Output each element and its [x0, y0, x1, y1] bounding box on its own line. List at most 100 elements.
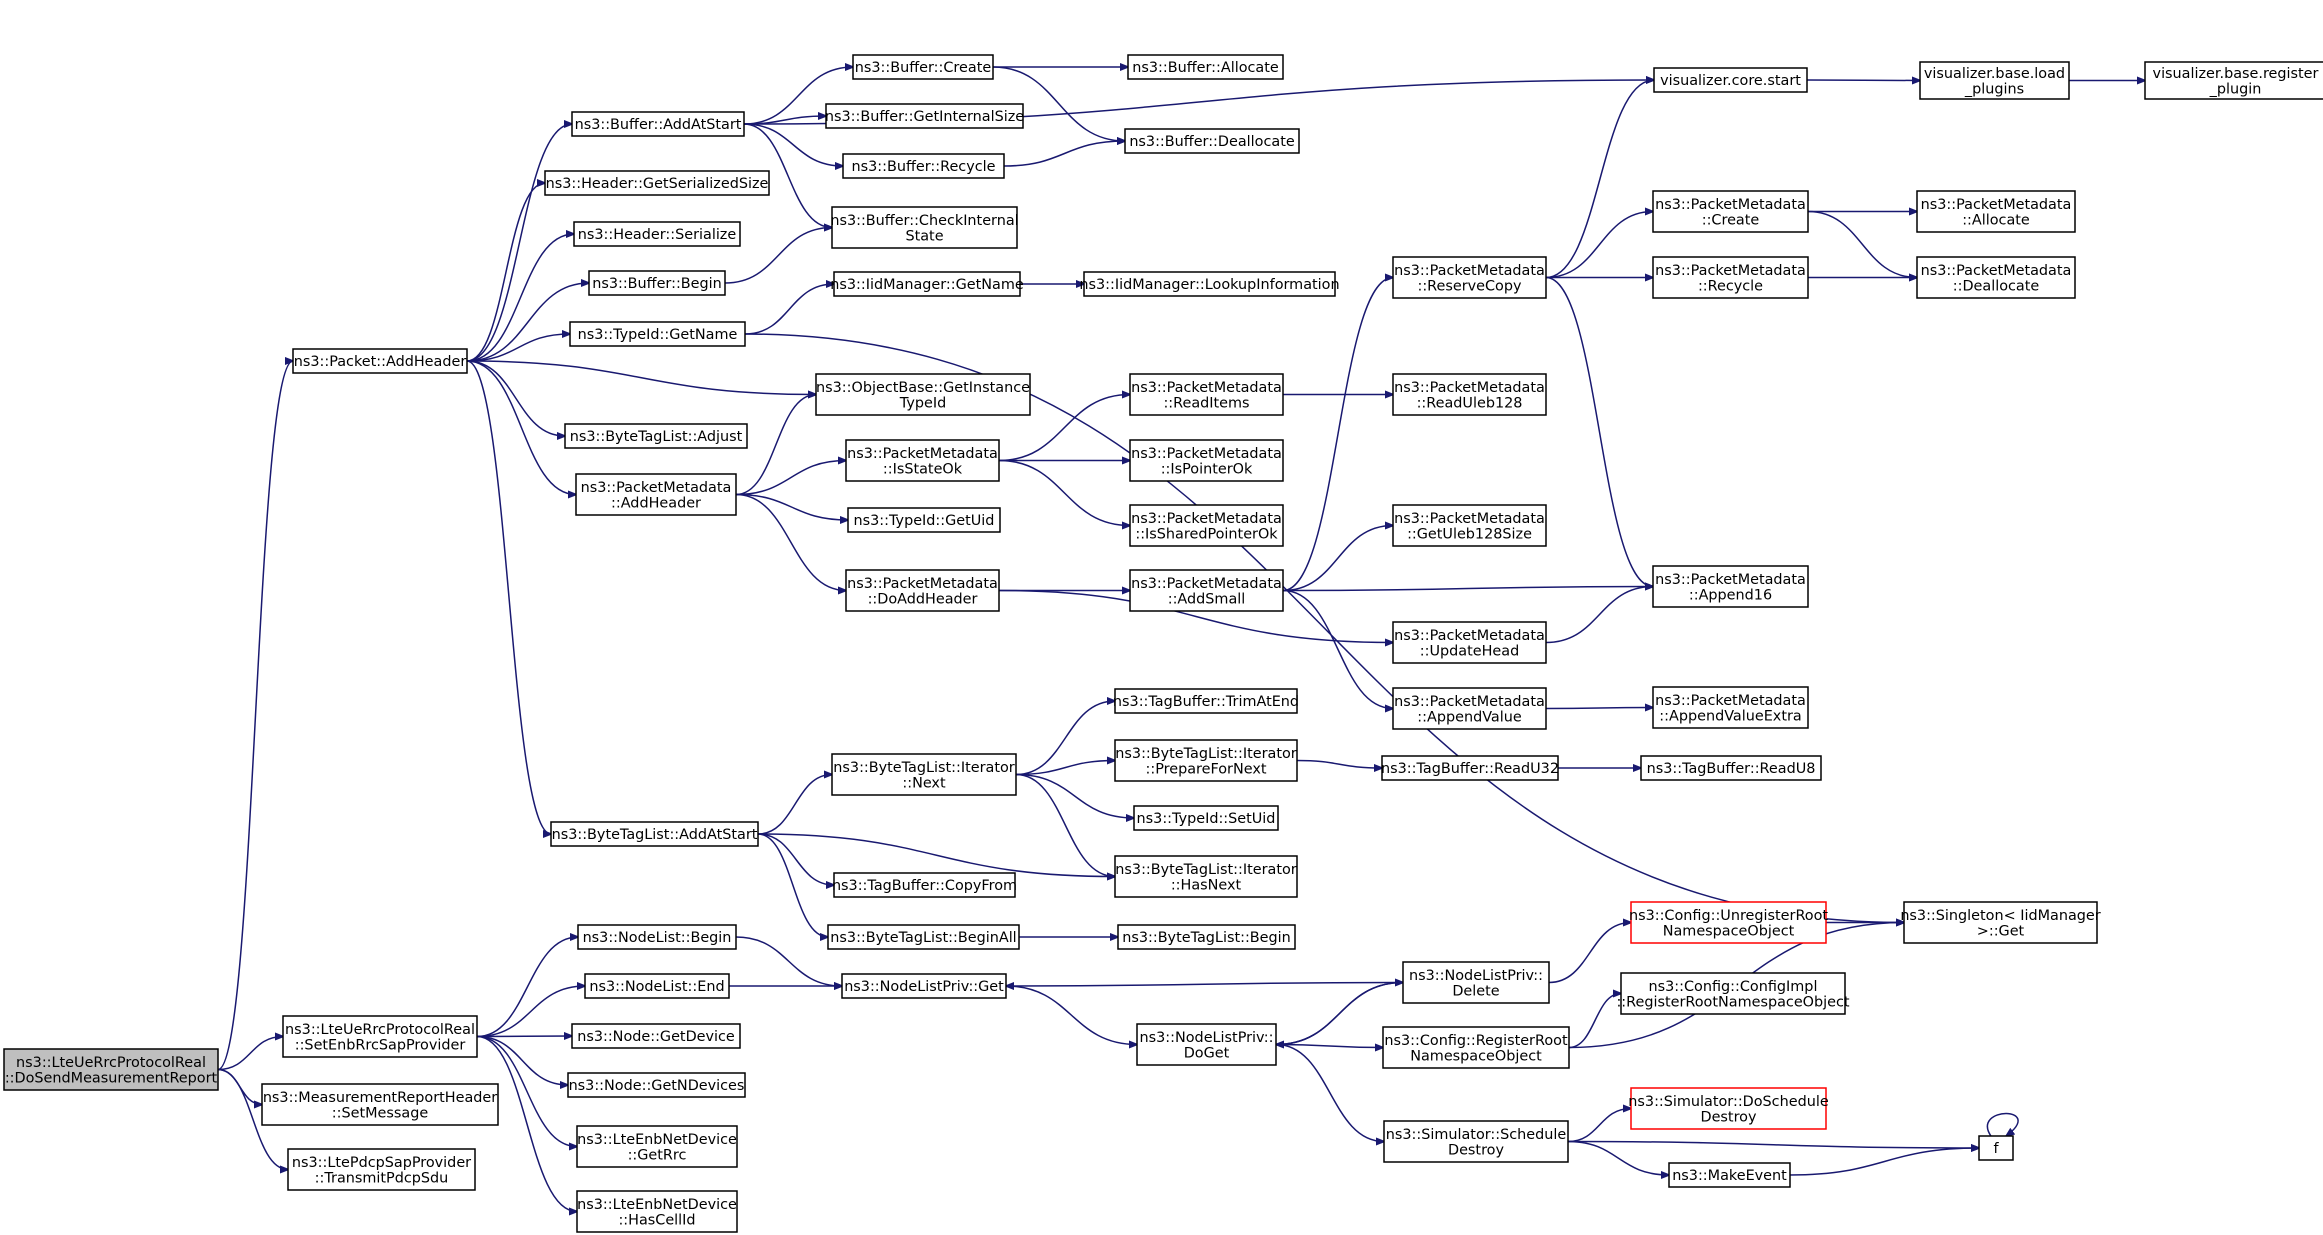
node-ns3-nodelistpriv-delete[interactable]: ns3::NodeListPriv::Delete — [1402, 961, 1550, 1004]
node-ns3-packetmetadata-isstateok[interactable]: ns3::PacketMetadata::IsStateOk — [845, 439, 1000, 482]
node-label-line: ::ReadUleb128 — [1417, 395, 1523, 411]
node-ns3-config-registerrootnamespaceobject[interactable]: ns3::Config::RegisterRootNamespaceObject — [1382, 1026, 1570, 1069]
node-ns3-ltepdcpsapprovider-transmitpdcpsdu[interactable]: ns3::LtePdcpSapProvider::TransmitPdcpSdu — [287, 1148, 476, 1191]
call-edge — [1568, 994, 1621, 1049]
node-ns3-typeid-getname[interactable]: ns3::TypeId::GetName — [569, 321, 746, 347]
node-ns3-bytetaglist-adjust[interactable]: ns3::ByteTagList::Adjust — [564, 423, 748, 449]
node-ns3-nodelistpriv-get[interactable]: ns3::NodeListPriv::Get — [841, 973, 1007, 999]
node-ns3-lteenbnetdevice-getrrc[interactable]: ns3::LteEnbNetDevice::GetRrc — [576, 1125, 738, 1168]
node-ns3-bytetaglist-iterator-preparefornext[interactable]: ns3::ByteTagList::Iterator::PrepareForNe… — [1114, 739, 1298, 782]
node-ns3-bytetaglist-iterator-next[interactable]: ns3::ByteTagList::Iterator::Next — [831, 753, 1017, 796]
node-label-line: ns3::PacketMetadata — [1394, 263, 1545, 279]
node-label-line: State — [905, 228, 943, 244]
node-ns3-packetmetadata-readuleb128[interactable]: ns3::PacketMetadata::ReadUleb128 — [1392, 373, 1547, 416]
node-ns3-lteuerrcprotocolreal-dosendmeasurementreport[interactable]: ns3::LteUeRrcProtocolReal::DoSendMeasure… — [3, 1048, 219, 1091]
node-ns3-nodelist-begin[interactable]: ns3::NodeList::Begin — [577, 924, 737, 950]
node-ns3-iidmanager-lookupinformation[interactable]: ns3::IidManager::LookupInformation — [1079, 271, 1340, 297]
node-ns3-typeid-getuid[interactable]: ns3::TypeId::GetUid — [847, 507, 1001, 533]
node-ns3-buffer-getinternalsize[interactable]: ns3::Buffer::GetInternalSize — [825, 103, 1024, 129]
call-edge — [476, 1035, 568, 1086]
node-ns3-lteuerrcprotocolreal-setenbrrcsapprovider[interactable]: ns3::LteUeRrcProtocolReal::SetEnbRrcSapP… — [282, 1015, 478, 1058]
node-ns3-buffer-addatstart[interactable]: ns3::Buffer::AddAtStart — [571, 111, 745, 137]
node-ns3-packetmetadata-updatehead[interactable]: ns3::PacketMetadata::UpdateHead — [1392, 621, 1547, 664]
node-ns3-buffer-begin[interactable]: ns3::Buffer::Begin — [588, 270, 726, 296]
node-label-line: ns3::TagBuffer::ReadU8 — [1647, 761, 1816, 777]
node-ns3-tagbuffer-copyfrom[interactable]: ns3::TagBuffer::CopyFrom — [832, 872, 1017, 898]
node-box — [1630, 901, 1827, 944]
node-ns3-singleton-iidmanager-get[interactable]: ns3::Singleton< IidManager >::Get — [1900, 901, 2101, 944]
node-ns3-packetmetadata-addheader[interactable]: ns3::PacketMetadata::AddHeader — [575, 473, 737, 516]
node-ns3-packetmetadata-append16[interactable]: ns3::PacketMetadata::Append16 — [1652, 565, 1809, 608]
node-ns3-bytetaglist-iterator-hasnext[interactable]: ns3::ByteTagList::Iterator::HasNext — [1114, 855, 1298, 898]
node-visualizer-core-start[interactable]: visualizer.core.start — [1653, 67, 1808, 93]
node-box — [261, 1083, 499, 1126]
node-ns3-config-configimpl-registerrootnamespaceobject[interactable]: ns3::Config::ConfigImpl::RegisterRootNam… — [1616, 972, 1850, 1015]
call-edge — [735, 936, 842, 986]
node-ns3-packetmetadata-deallocate[interactable]: ns3::PacketMetadata::Deallocate — [1916, 256, 2076, 299]
node-ns3-packetmetadata-recycle[interactable]: ns3::PacketMetadata::Recycle — [1652, 256, 1809, 299]
node-ns3-packetmetadata-allocate[interactable]: ns3::PacketMetadata::Allocate — [1916, 190, 2076, 233]
node-ns3-measurementreportheader-setmessage[interactable]: ns3::MeasurementReportHeader::SetMessage — [261, 1083, 499, 1126]
node-ns3-buffer-create[interactable]: ns3::Buffer::Create — [852, 54, 994, 80]
node-label-line: Destroy — [1448, 1142, 1504, 1158]
call-edge — [735, 395, 816, 496]
node-label-line: ns3::TypeId::GetUid — [854, 513, 995, 529]
node-ns3-header-serialize[interactable]: ns3::Header::Serialize — [573, 221, 741, 247]
node-f[interactable]: f — [1978, 1135, 2014, 1161]
call-edge — [476, 986, 585, 1038]
node-box — [833, 872, 1016, 898]
node-box — [550, 821, 759, 847]
node-label-line: ns3::MakeEvent — [1672, 1168, 1787, 1184]
node-ns3-bytetaglist-begin[interactable]: ns3::ByteTagList::Begin — [1117, 924, 1296, 950]
node-ns3-packetmetadata-ispointerok[interactable]: ns3::PacketMetadata::IsPointerOk — [1129, 439, 1284, 482]
node-box — [831, 206, 1018, 249]
node-label-line: ns3::Buffer::Create — [855, 60, 992, 76]
node-ns3-tagbuffer-readu8[interactable]: ns3::TagBuffer::ReadU8 — [1640, 755, 1822, 781]
node-ns3-buffer-recycle[interactable]: ns3::Buffer::Recycle — [842, 153, 1005, 179]
node-ns3-nodelistpriv-doget[interactable]: ns3::NodeListPriv::DoGet — [1136, 1023, 1277, 1066]
node-label-line: ns3::LteEnbNetDevice — [577, 1132, 737, 1148]
node-ns3-packet-addheader[interactable]: ns3::Packet::AddHeader — [292, 348, 468, 374]
node-ns3-bytetaglist-addatstart[interactable]: ns3::ByteTagList::AddAtStart — [550, 821, 759, 847]
node-ns3-packetmetadata-reservecopy[interactable]: ns3::PacketMetadata::ReserveCopy — [1392, 256, 1547, 299]
node-ns3-buffer-allocate[interactable]: ns3::Buffer::Allocate — [1127, 54, 1284, 80]
node-box — [576, 1125, 738, 1168]
node-ns3-tagbuffer-readu32[interactable]: ns3::TagBuffer::ReadU32 — [1381, 755, 1559, 781]
node-ns3-iidmanager-getname[interactable]: ns3::IidManager::GetName — [830, 271, 1024, 297]
node-ns3-nodelist-end[interactable]: ns3::NodeList::End — [584, 973, 730, 999]
node-visualizer-base-register-plugin[interactable]: visualizer.base.register_plugin — [2144, 61, 2323, 100]
node-ns3-buffer-deallocate[interactable]: ns3::Buffer::Deallocate — [1124, 128, 1300, 154]
call-edge — [1296, 759, 1382, 769]
call-edge — [735, 493, 848, 521]
call-edge — [1015, 701, 1115, 776]
node-visualizer-base-load-plugins[interactable]: visualizer.base.load_plugins — [1919, 61, 2070, 100]
node-ns3-packetmetadata-appendvalue[interactable]: ns3::PacketMetadata::AppendValue — [1392, 687, 1547, 730]
node-label-line: ::ReserveCopy — [1417, 278, 1522, 294]
node-ns3-header-getserializedsize[interactable]: ns3::Header::GetSerializedSize — [544, 170, 770, 196]
call-edge — [1015, 773, 1115, 877]
node-ns3-packetmetadata-appendvalueextra[interactable]: ns3::PacketMetadata::AppendValueExtra — [1652, 686, 1809, 729]
node-ns3-tagbuffer-trimatend[interactable]: ns3::TagBuffer::TrimAtEnd — [1113, 688, 1299, 714]
node-ns3-typeid-setuid[interactable]: ns3::TypeId::SetUid — [1133, 805, 1279, 831]
node-ns3-packetmetadata-readitems[interactable]: ns3::PacketMetadata::ReadItems — [1129, 373, 1284, 416]
node-ns3-packetmetadata-getuleb128size[interactable]: ns3::PacketMetadata::GetUleb128Size — [1392, 504, 1547, 547]
node-label-line: ns3::LteUeRrcProtocolReal — [16, 1055, 206, 1071]
node-ns3-lteenbnetdevice-hascellid[interactable]: ns3::LteEnbNetDevice::HasCellId — [576, 1190, 738, 1233]
node-ns3-packetmetadata-issharedpointerok[interactable]: ns3::PacketMetadata::IsSharedPointerOk — [1129, 504, 1284, 547]
node-ns3-makeevent[interactable]: ns3::MakeEvent — [1668, 1162, 1791, 1188]
node-ns3-packetmetadata-addsmall[interactable]: ns3::PacketMetadata::AddSmall — [1129, 569, 1284, 612]
node-ns3-packetmetadata-doaddheader[interactable]: ns3::PacketMetadata::DoAddHeader — [845, 569, 1000, 612]
node-ns3-config-unregisterrootnamespaceobject[interactable]: ns3::Config::UnregisterRootNamespaceObje… — [1629, 901, 1828, 944]
node-box — [588, 270, 726, 296]
node-ns3-node-getndevices[interactable]: ns3::Node::GetNDevices — [567, 1072, 746, 1098]
node-ns3-packetmetadata-create[interactable]: ns3::PacketMetadata::Create — [1652, 190, 1809, 233]
node-ns3-node-getdevice[interactable]: ns3::Node::GetDevice — [571, 1023, 741, 1049]
call-edge — [757, 833, 834, 885]
call-edge — [466, 360, 551, 834]
node-ns3-bytetaglist-beginall[interactable]: ns3::ByteTagList::BeginAll — [827, 924, 1020, 950]
node-label-line: TypeId — [899, 395, 946, 411]
